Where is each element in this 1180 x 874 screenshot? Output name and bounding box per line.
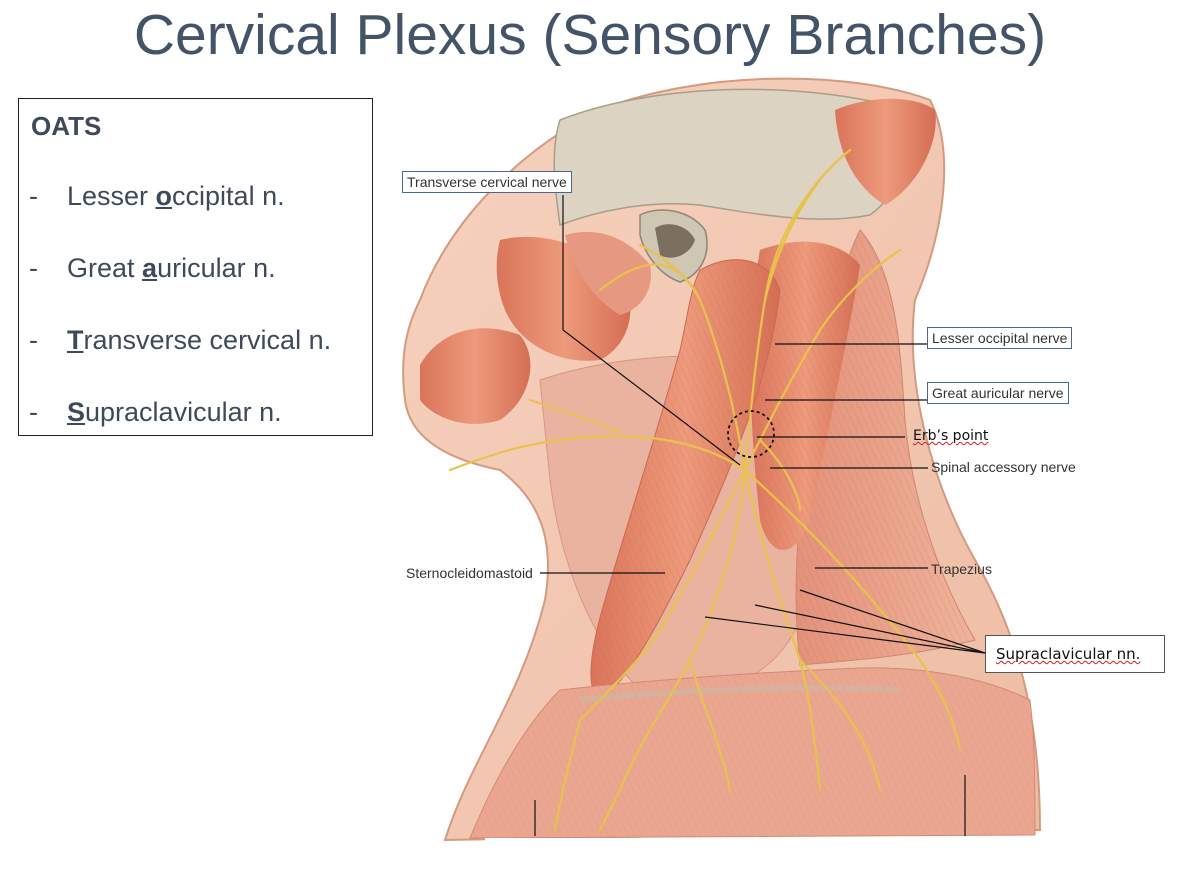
item-text: upraclavicular n.	[85, 397, 282, 427]
mnemonic-item-lesser-occipital: -Lesser occipital n.	[29, 181, 285, 212]
masseter-muscle	[420, 328, 531, 424]
item-highlight-letter: o	[155, 181, 173, 211]
label-sternocleidomastoid: Sternocleidomastoid	[406, 565, 533, 581]
erbs-point-circle	[727, 410, 775, 458]
mnemonic-box: OATS -Lesser occipital n. -Great auricul…	[18, 98, 373, 436]
list-dash: -	[29, 397, 38, 427]
mnemonic-heading: OATS	[31, 111, 102, 141]
item-highlight-letter: a	[142, 253, 158, 283]
cervical-plexus-nerves	[448, 148, 962, 832]
mnemonic-item-great-auricular: -Great auricular n.	[29, 253, 276, 284]
item-text: uricular n.	[157, 253, 276, 283]
item-text: Lesser	[67, 181, 156, 211]
mnemonic-item-supraclavicular: -Supraclavicular n.	[29, 397, 282, 428]
supraclavicular-text: Supraclavicular nn.	[996, 645, 1141, 663]
list-dash: -	[29, 181, 38, 211]
leader-lines	[534, 195, 986, 836]
label-transverse-cervical-nerve: Transverse cervical nerve	[402, 171, 572, 193]
item-text: ccipital n.	[172, 181, 285, 211]
mnemonic-item-transverse-cervical: -Transverse cervical n.	[29, 325, 331, 356]
label-lesser-occipital-nerve: Lesser occipital nerve	[927, 327, 1073, 349]
item-text: ransverse cervical n.	[83, 325, 332, 355]
item-highlight-letter: T	[67, 325, 84, 355]
item-highlight-letter: S	[67, 397, 86, 427]
label-great-auricular-nerve: Great auricular nerve	[927, 382, 1069, 404]
page-title: Cervical Plexus (Sensory Branches)	[133, 3, 1047, 67]
label-trapezius: Trapezius	[931, 561, 992, 577]
occipital-muscle	[835, 98, 936, 205]
skull-bone	[553, 88, 905, 227]
label-erbs-point: Erb’s point	[913, 428, 989, 444]
label-spinal-accessory-nerve: Spinal accessory nerve	[931, 459, 1076, 475]
list-dash: -	[29, 325, 38, 355]
item-text: Great	[67, 253, 143, 283]
list-dash: -	[29, 253, 38, 283]
label-supraclavicular-nerves: Supraclavicular nn.	[985, 635, 1165, 673]
